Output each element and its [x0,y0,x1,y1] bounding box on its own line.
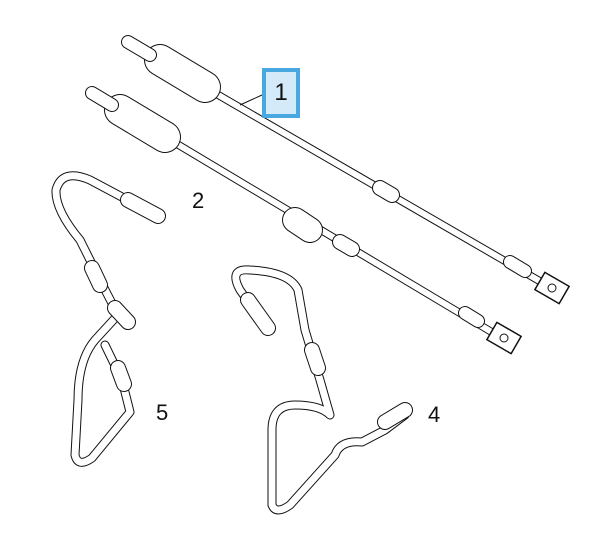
part-1-line[interactable] [121,35,571,305]
callout-5[interactable]: 5 [156,400,169,425]
callout-4[interactable]: 4 [428,402,441,427]
part-4-line[interactable] [231,265,413,515]
part-5-line[interactable] [51,171,166,467]
callout-2[interactable]: 2 [192,188,205,213]
callout-1-highlighted[interactable]: 1 [262,68,300,118]
part-2-line[interactable] [85,86,523,355]
callout-1-label: 1 [274,79,288,106]
